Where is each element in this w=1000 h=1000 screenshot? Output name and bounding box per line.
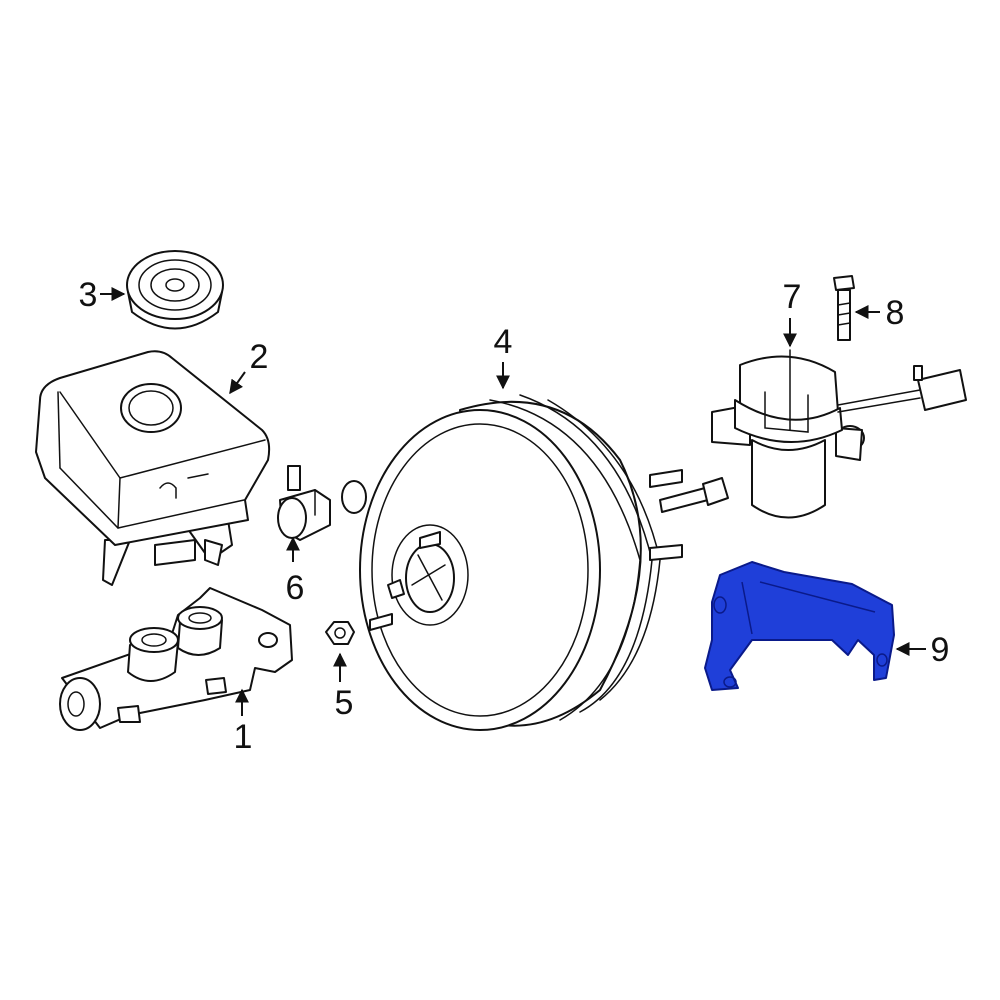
part-5-nut[interactable] bbox=[325, 621, 355, 645]
part-2-fluid-reservoir[interactable] bbox=[35, 350, 271, 586]
part-9-bracket-highlighted[interactable] bbox=[704, 561, 895, 691]
part-4-brake-booster[interactable] bbox=[341, 394, 729, 731]
callout-numbers: 1 2 3 4 5 6 7 8 9 bbox=[79, 276, 950, 756]
callout-8: 8 bbox=[886, 294, 905, 332]
callout-6: 6 bbox=[286, 569, 305, 607]
callout-2: 2 bbox=[250, 338, 269, 376]
callout-1: 1 bbox=[234, 718, 253, 756]
part-8-bolt[interactable] bbox=[833, 275, 855, 341]
part-7-vacuum-pump[interactable] bbox=[711, 349, 967, 519]
callout-9: 9 bbox=[931, 631, 950, 669]
callout-5: 5 bbox=[335, 684, 354, 722]
part-3-reservoir-cap[interactable] bbox=[126, 250, 224, 330]
callout-4: 4 bbox=[494, 323, 513, 361]
callout-3: 3 bbox=[79, 276, 98, 314]
leader-lines bbox=[100, 287, 926, 716]
callout-7: 7 bbox=[783, 278, 802, 316]
leader-2 bbox=[229, 371, 246, 395]
part-6-sensor[interactable] bbox=[277, 465, 331, 541]
part-1-master-cylinder[interactable] bbox=[59, 587, 293, 731]
